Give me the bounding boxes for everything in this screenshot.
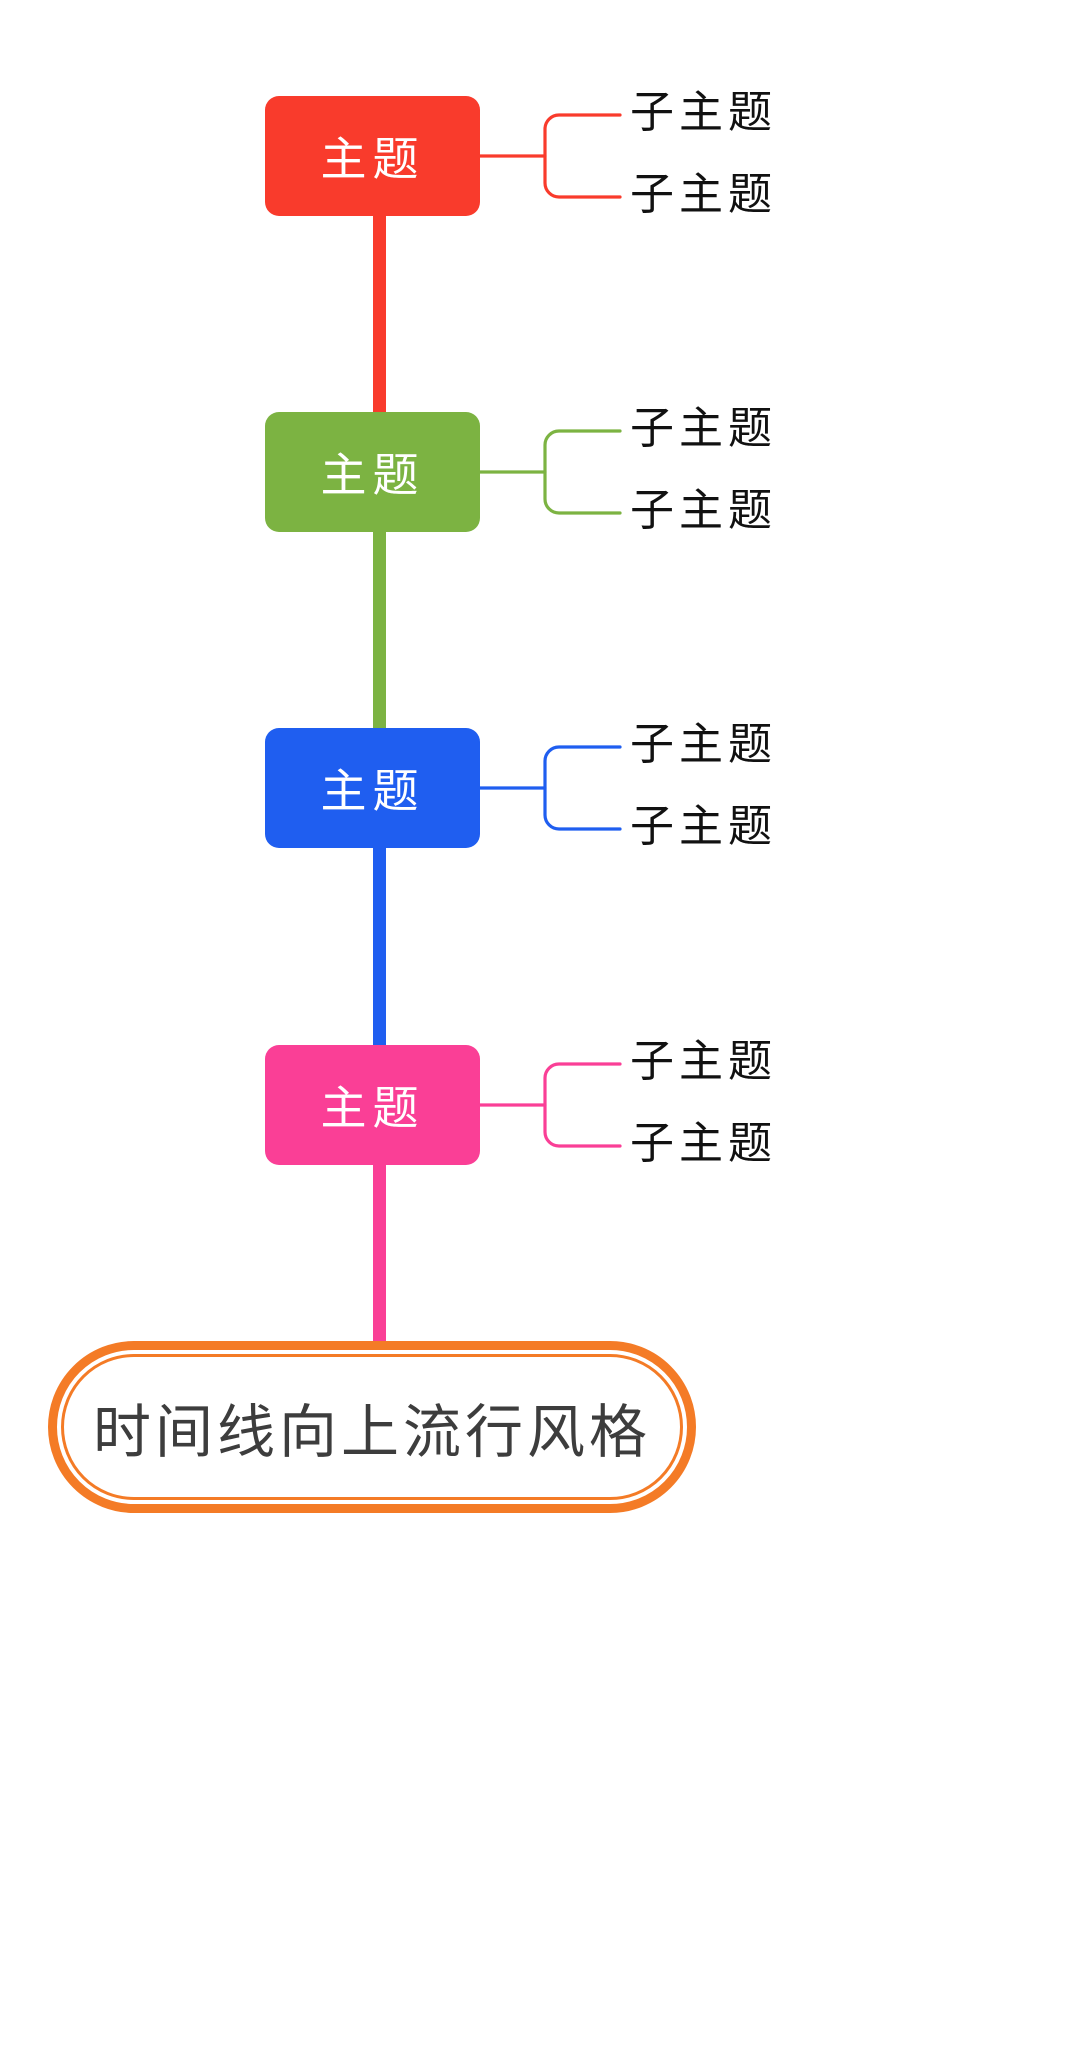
subtopic-label[interactable]: 子主题 (630, 87, 777, 138)
topic-node-label: 主题 (320, 132, 425, 186)
root-node[interactable]: 时间线向上流行风格 (48, 1341, 696, 1513)
trunk-segment-branch-green (373, 530, 386, 730)
topic-node-label: 主题 (320, 448, 425, 502)
topic-node-branch-red[interactable]: 主题 (265, 96, 480, 216)
subtopic-label[interactable]: 子主题 (630, 1036, 777, 1087)
connector-elbow-branch-green-1 (543, 470, 622, 515)
subtopic-label[interactable]: 子主题 (630, 485, 777, 536)
connector-elbow-branch-red-0 (543, 113, 622, 158)
topic-node-branch-green[interactable]: 主题 (265, 412, 480, 532)
subtopic-label[interactable]: 子主题 (630, 719, 777, 770)
connector-elbow-branch-pink-1 (543, 1103, 622, 1148)
connector-elbow-branch-blue-0 (543, 745, 622, 790)
trunk-segment-branch-pink (373, 1163, 386, 1343)
topic-node-branch-blue[interactable]: 主题 (265, 728, 480, 848)
subtopic-label[interactable]: 子主题 (630, 1118, 777, 1169)
connector-elbow-branch-pink-0 (543, 1062, 622, 1107)
root-outer-border (48, 1341, 696, 1513)
topic-node-branch-pink[interactable]: 主题 (265, 1045, 480, 1165)
connector-elbow-branch-blue-1 (543, 786, 622, 831)
subtopic-label[interactable]: 子主题 (630, 801, 777, 852)
root-label: 时间线向上流行风格 (92, 1398, 651, 1466)
subtopic-label[interactable]: 子主题 (630, 403, 777, 454)
connector-elbow-branch-red-1 (543, 154, 622, 199)
connector-elbow-branch-green-0 (543, 429, 622, 474)
trunk-segment-branch-blue (373, 846, 386, 1047)
topic-node-label: 主题 (320, 1081, 425, 1135)
subtopic-label[interactable]: 子主题 (630, 169, 777, 220)
topic-node-label: 主题 (320, 764, 425, 818)
trunk-segment-branch-red (373, 214, 386, 414)
root-inner-border (61, 1354, 683, 1500)
